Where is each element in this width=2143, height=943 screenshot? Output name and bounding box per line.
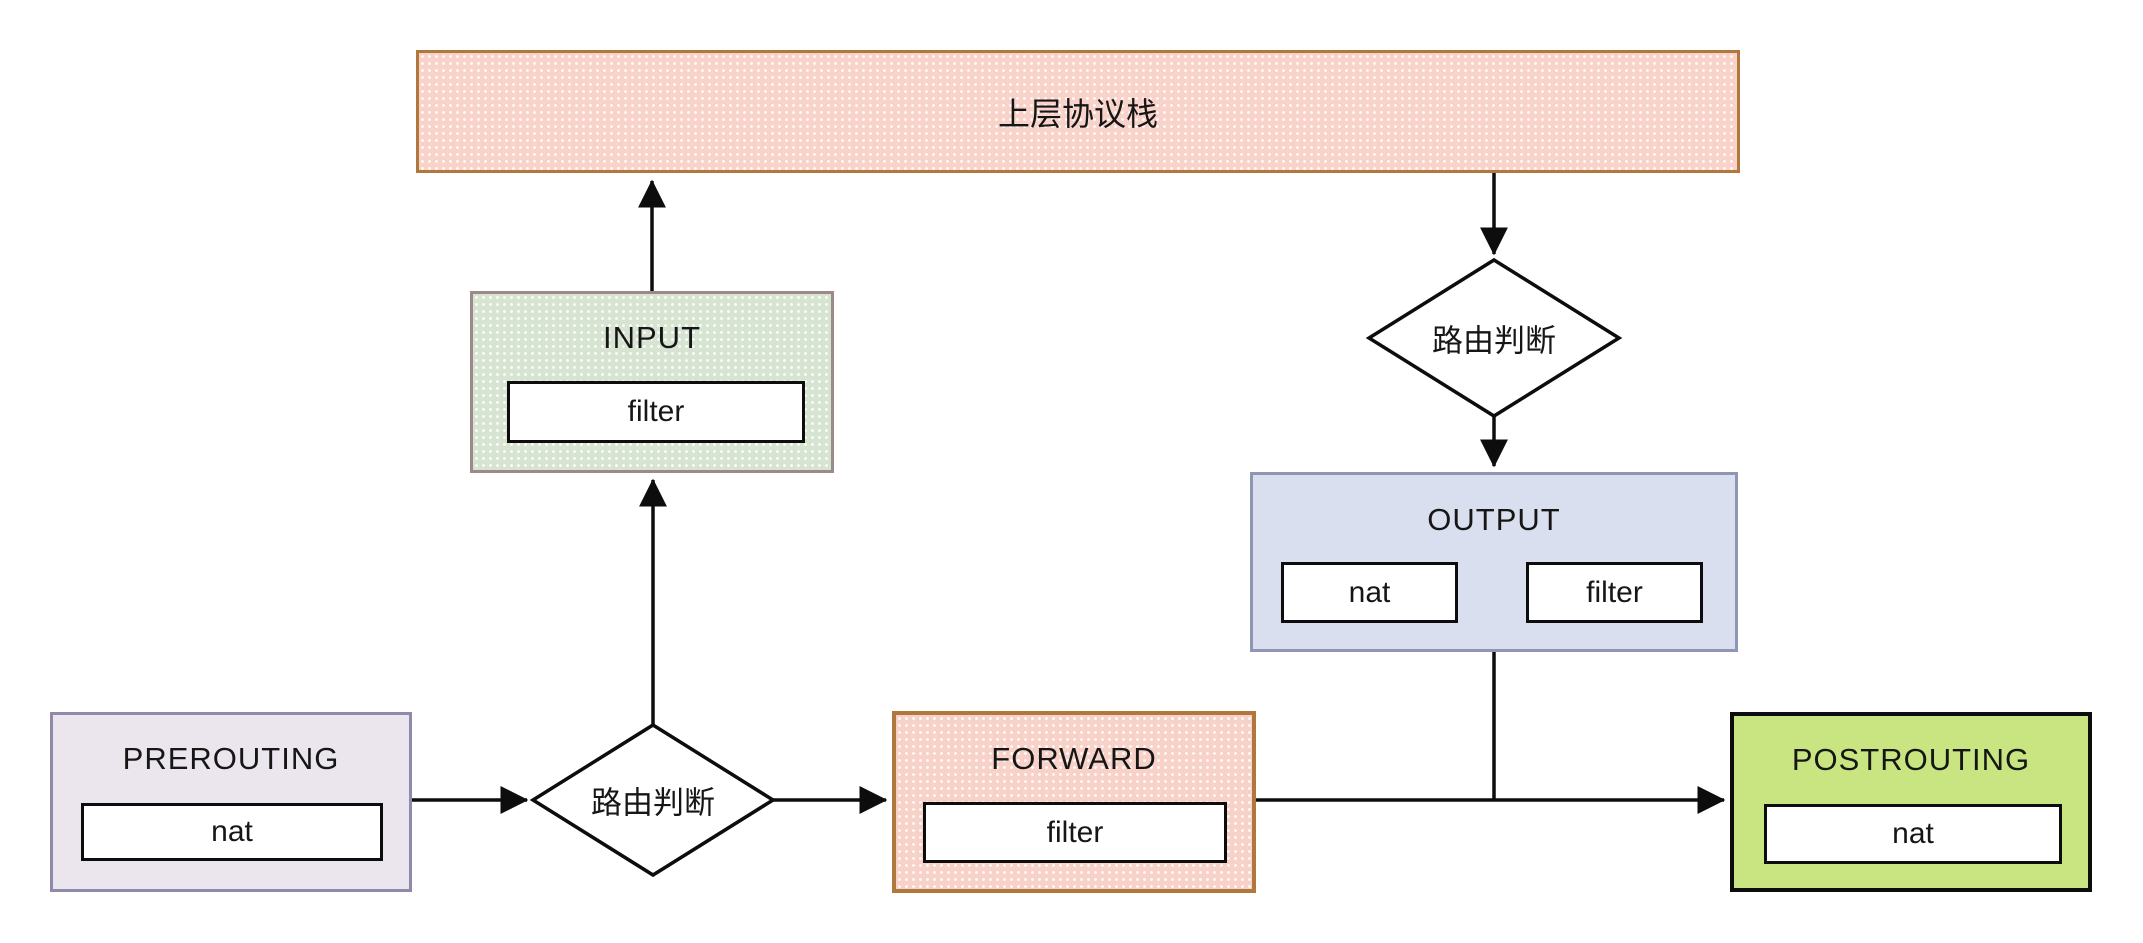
node-output-label: OUTPUT [1427, 502, 1561, 537]
input-filter-table: filter [507, 381, 805, 443]
output-filter-table: filter [1526, 562, 1703, 623]
forward-filter-table-label: filter [1046, 815, 1104, 849]
routing-decision-top-label: 路由判断 [1432, 323, 1556, 359]
input-filter-table-label: filter [627, 395, 685, 428]
node-forward-label: FORWARD [991, 741, 1157, 776]
prerouting-nat-table: nat [81, 803, 383, 861]
postrouting-nat-table-label: nat [1892, 817, 1934, 850]
node-output-chain: OUTPUT nat filter [1250, 472, 1738, 652]
node-postrouting-label: POSTROUTING [1791, 742, 2031, 777]
node-prerouting-label: PREROUTING [122, 741, 340, 776]
node-input-chain: INPUT filter [470, 291, 834, 473]
output-nat-table-label: nat [1348, 575, 1391, 609]
node-forward-chain: FORWARD filter [892, 711, 1256, 893]
forward-filter-table: filter [923, 802, 1227, 863]
node-prerouting-chain: PREROUTING nat [50, 712, 412, 892]
output-nat-table: nat [1281, 562, 1458, 623]
node-input-label: INPUT [603, 320, 701, 355]
postrouting-nat-table: nat [1764, 804, 2062, 864]
node-upper-protocol-stack: 上层协议栈 [416, 50, 1740, 173]
routing-decision-bottom-label: 路由判断 [591, 785, 715, 821]
prerouting-nat-table-label: nat [211, 815, 253, 848]
node-upper-protocol-stack-label: 上层协议栈 [997, 95, 1158, 132]
node-postrouting-chain: POSTROUTING nat [1730, 712, 2092, 892]
output-filter-table-label: filter [1586, 575, 1643, 609]
